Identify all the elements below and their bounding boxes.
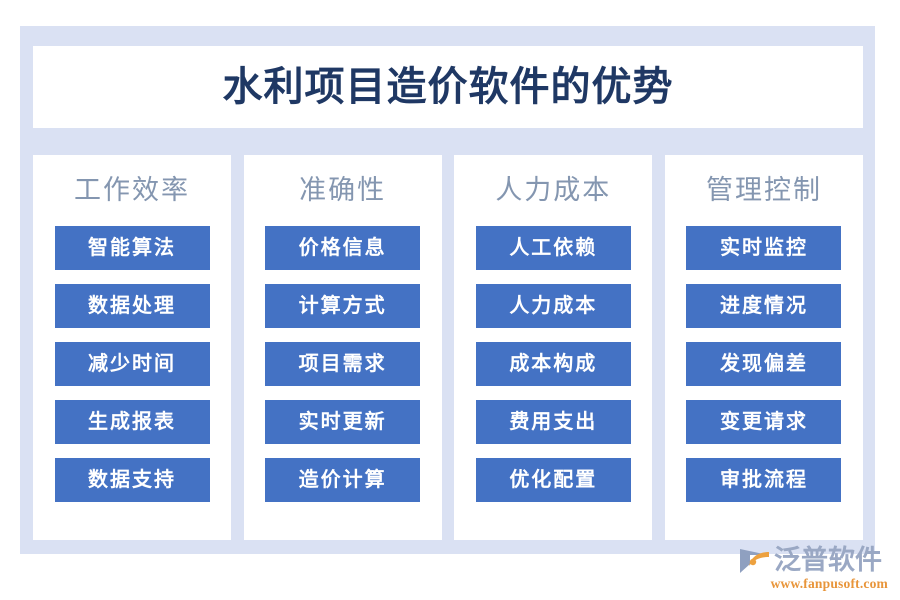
item-chip[interactable]: 审批流程 xyxy=(686,458,842,502)
fanpu-swoosh-icon xyxy=(738,545,772,575)
column-accuracy: 准确性 价格信息 计算方式 项目需求 实时更新 造价计算 xyxy=(243,155,442,540)
logo-name: 泛普软件 xyxy=(774,544,882,575)
item-chip[interactable]: 造价计算 xyxy=(265,458,421,502)
item-chip[interactable]: 智能算法 xyxy=(54,226,210,270)
item-chip[interactable]: 优化配置 xyxy=(475,458,631,502)
brand-logo: 泛普软件 www.fanpusoft.com xyxy=(738,544,888,592)
column-header: 管理控制 xyxy=(705,175,822,205)
column-labor-cost: 人力成本 人工依赖 人力成本 成本构成 费用支出 优化配置 xyxy=(454,155,653,540)
item-chip[interactable]: 进度情况 xyxy=(686,284,842,328)
item-chip[interactable]: 实时监控 xyxy=(686,226,842,270)
item-chip[interactable]: 价格信息 xyxy=(265,226,421,270)
item-chip[interactable]: 费用支出 xyxy=(475,400,631,444)
item-chip[interactable]: 成本构成 xyxy=(475,342,631,386)
item-chip[interactable]: 变更请求 xyxy=(686,400,842,444)
item-chip[interactable]: 数据处理 xyxy=(54,284,210,328)
column-header: 工作效率 xyxy=(74,175,190,205)
column-items: 价格信息 计算方式 项目需求 实时更新 造价计算 xyxy=(244,226,442,502)
title-card: 水利项目造价软件的优势 xyxy=(33,46,863,128)
column-header: 人力成本 xyxy=(495,175,612,205)
column-items: 实时监控 进度情况 发现偏差 变更请求 审批流程 xyxy=(665,226,863,502)
column-header: 准确性 xyxy=(299,175,387,205)
logo-row: 泛普软件 xyxy=(738,544,888,576)
column-management-control: 管理控制 实时监控 进度情况 发现偏差 变更请求 审批流程 xyxy=(664,155,863,540)
column-items: 人工依赖 人力成本 成本构成 费用支出 优化配置 xyxy=(454,226,652,502)
item-chip[interactable]: 人工依赖 xyxy=(475,226,631,270)
columns-container: 工作效率 智能算法 数据处理 减少时间 生成报表 数据支持 准确性 价格信息 计… xyxy=(33,155,863,540)
item-chip[interactable]: 计算方式 xyxy=(265,284,421,328)
item-chip[interactable]: 数据支持 xyxy=(54,458,210,502)
item-chip[interactable]: 人力成本 xyxy=(475,284,631,328)
column-work-efficiency: 工作效率 智能算法 数据处理 减少时间 生成报表 数据支持 xyxy=(33,155,231,540)
item-chip[interactable]: 发现偏差 xyxy=(686,342,842,386)
logo-url: www.fanpusoft.com xyxy=(770,576,888,591)
item-chip[interactable]: 项目需求 xyxy=(265,342,421,386)
page-title: 水利项目造价软件的优势 xyxy=(222,64,674,109)
column-items: 智能算法 数据处理 减少时间 生成报表 数据支持 xyxy=(33,226,231,502)
item-chip[interactable]: 减少时间 xyxy=(54,342,210,386)
item-chip[interactable]: 生成报表 xyxy=(54,400,210,444)
item-chip[interactable]: 实时更新 xyxy=(265,400,421,444)
